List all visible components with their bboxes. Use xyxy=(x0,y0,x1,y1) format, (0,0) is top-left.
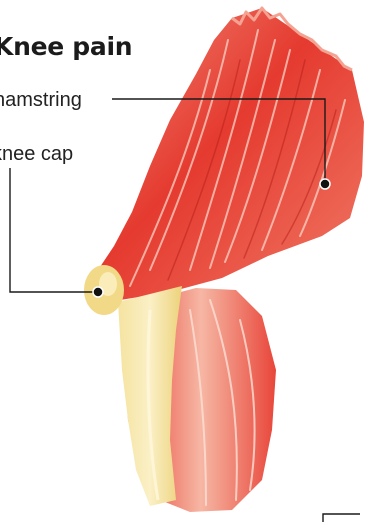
corner-mark xyxy=(323,514,360,522)
